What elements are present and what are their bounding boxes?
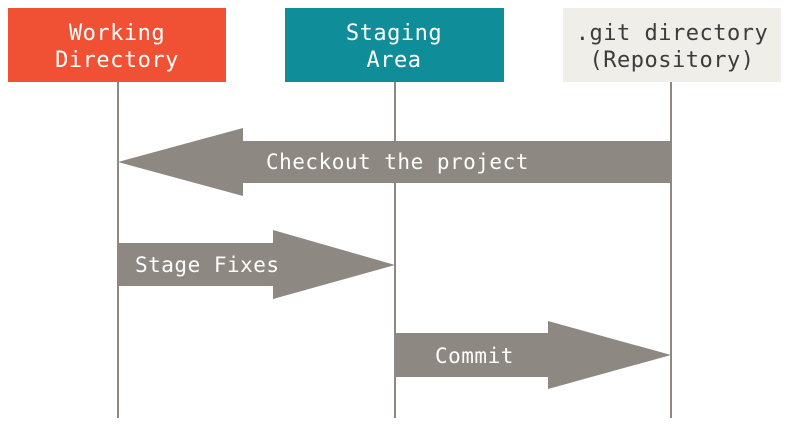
repository-box (563, 8, 781, 82)
staging-area-header: Staging Area (285, 8, 504, 82)
working-directory-header: Working Directory (8, 8, 226, 82)
checkout-arrow-label: Checkout the project (266, 150, 529, 174)
staging-area-box (285, 8, 504, 82)
stage-fixes-arrow: Stage Fixes (118, 230, 395, 299)
staging-area-title-line1: Staging (346, 21, 442, 46)
repository-header: .git directory (Repository) (563, 8, 781, 82)
staging-area-title-line2: Area (367, 48, 422, 73)
working-directory-title-line1: Working (69, 21, 165, 46)
stage-fixes-arrow-shape (118, 230, 395, 299)
stage-fixes-arrow-label: Stage Fixes (135, 253, 280, 277)
working-directory-title-line2: Directory (55, 48, 179, 73)
commit-arrow-label: Commit (435, 344, 514, 368)
checkout-arrow: Checkout the project (118, 128, 671, 196)
checkout-arrow-shape (118, 128, 671, 196)
commit-arrow: Commit (395, 321, 671, 389)
commit-arrow-shape (395, 321, 671, 389)
repository-title-line2: (Repository) (590, 48, 755, 73)
repository-title-line1: .git directory (576, 21, 768, 46)
working-directory-box (8, 8, 226, 82)
